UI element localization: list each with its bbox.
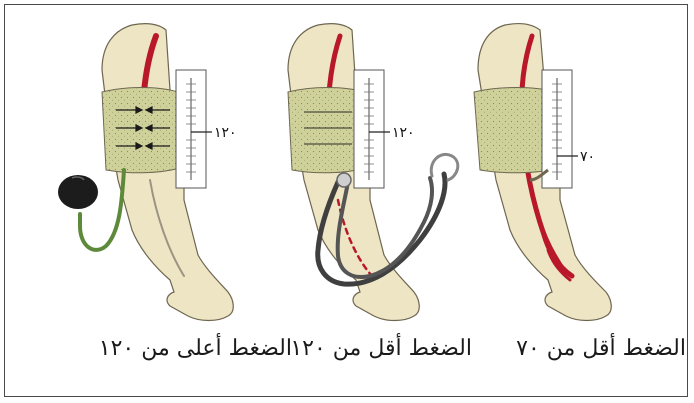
mercury-gauge-icon [354, 70, 390, 188]
mercury-gauge-icon [176, 70, 212, 188]
gauge-reading-mid: ١٢٠ [392, 125, 415, 141]
gauge-reading-high: ١٢٠ [214, 125, 237, 141]
gauge-reading-low: ٧٠ [580, 149, 595, 165]
inflation-bulb-icon [58, 175, 98, 209]
panel-high-pressure: ١٢٠ [58, 24, 237, 321]
caption-mid-pressure: الضغط أقل من ١٢٠ [290, 336, 472, 361]
caption-low-pressure: الضغط أقل من ٧٠ [516, 336, 686, 361]
caption-high-pressure: الضغط أعلى من ١٢٠ [99, 336, 292, 361]
panel-mid-pressure: ١٢٠ [288, 24, 458, 321]
captions: الضغط أقل من ٧٠ الضغط أقل من ١٢٠ الضغط أ… [0, 336, 694, 376]
panel-low-pressure: ٧٠ [474, 24, 611, 321]
